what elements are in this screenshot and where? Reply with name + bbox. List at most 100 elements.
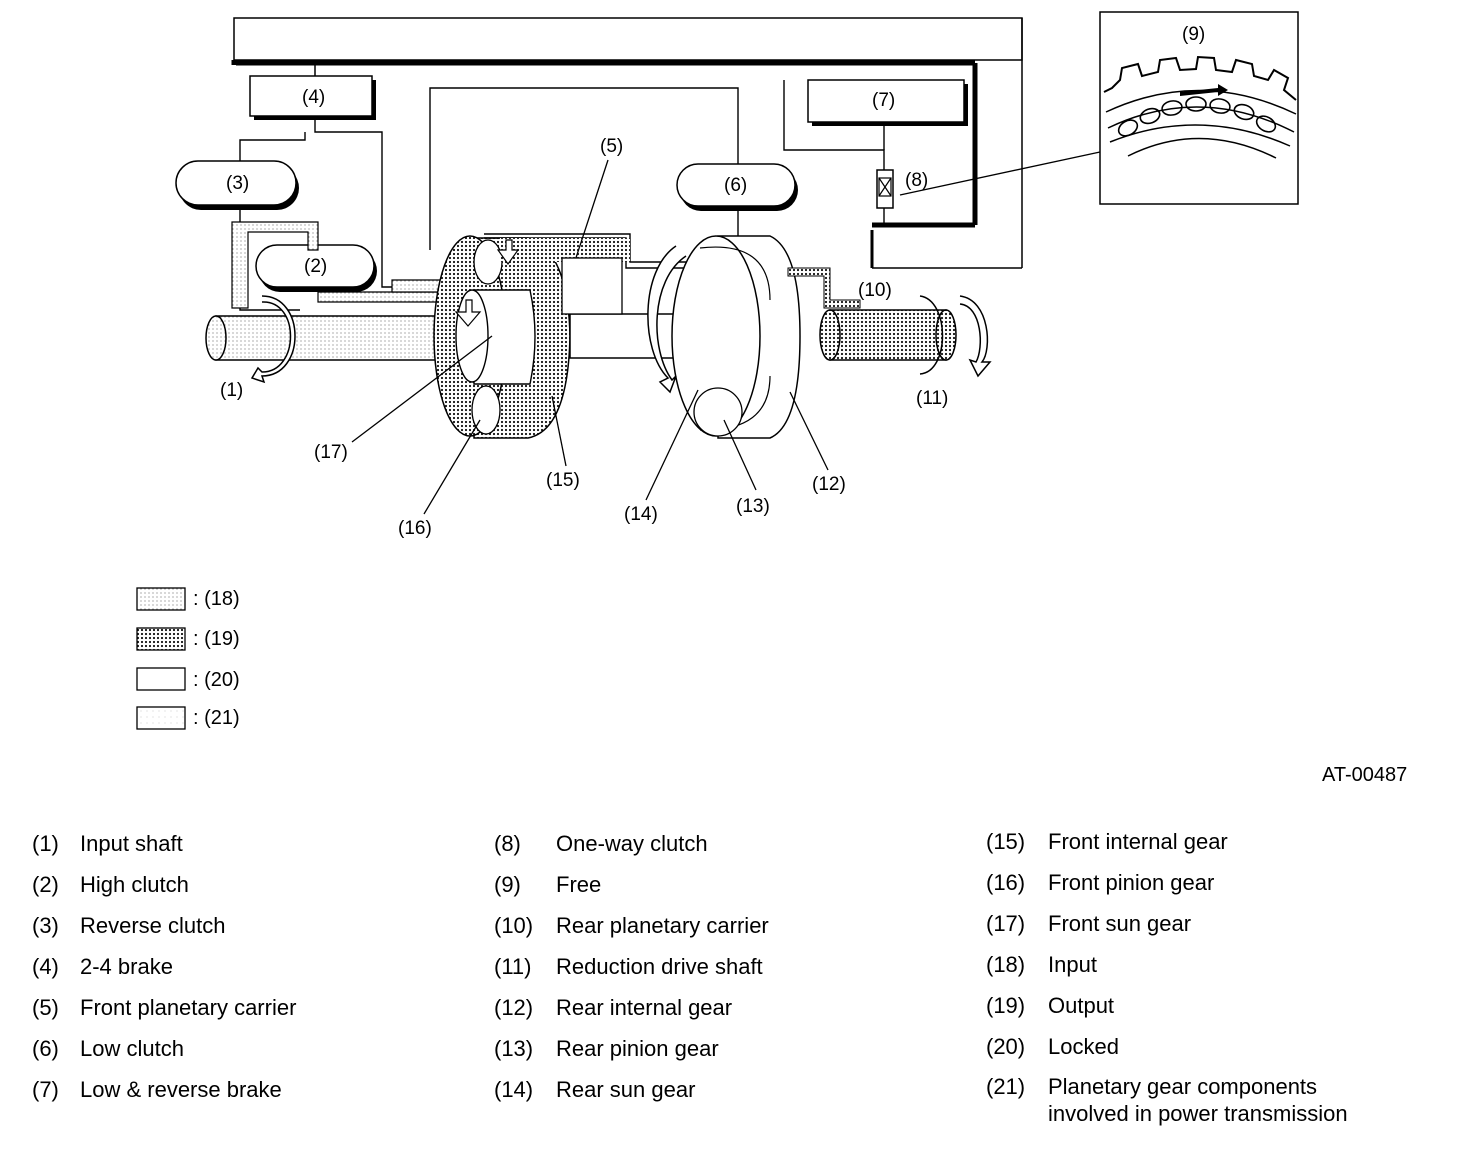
reduction-drive-shaft xyxy=(819,295,992,378)
key-text: Rear internal gear xyxy=(556,995,733,1020)
one-way-clutch: (8) xyxy=(876,169,928,209)
key-number: (20) xyxy=(986,1034,1026,1059)
key-item: (20) Locked xyxy=(986,1026,1348,1067)
label-6: (6) xyxy=(724,175,747,196)
brake-2-4: (4) xyxy=(249,63,376,120)
low-reverse-brake: (7) xyxy=(807,79,968,126)
key-item: (18) Input xyxy=(986,944,1348,985)
key-item: (6)Low clutch xyxy=(32,1028,296,1069)
key-number: (3) xyxy=(32,913,59,938)
input-power-path xyxy=(231,221,461,309)
key-number: (10) xyxy=(494,913,534,938)
label-8: (8) xyxy=(905,170,928,191)
label-3: (3) xyxy=(226,173,249,194)
key-item: (2) High clutch xyxy=(32,864,296,905)
key-number: (14) xyxy=(494,1077,534,1102)
key-text: Planetary gear components xyxy=(1048,1074,1318,1099)
key-item: (9) Free xyxy=(494,864,769,905)
label-9: (9) xyxy=(1182,24,1205,45)
key-number: (18) xyxy=(986,952,1026,977)
label-14: (14) xyxy=(624,504,658,525)
key-item: (1) Input shaft xyxy=(32,823,296,864)
key-item: (14) Rear sun gear xyxy=(494,1069,769,1110)
key-number: (1) xyxy=(32,831,59,856)
key-number: (7) xyxy=(32,1077,59,1102)
key-item: (4) 2-4 brake xyxy=(32,946,296,987)
key-item: (19) Output xyxy=(986,985,1348,1026)
label-13: (13) xyxy=(736,496,770,517)
key-number: (5) xyxy=(32,995,59,1020)
front-planetary-set: (5) xyxy=(433,136,700,439)
legend-label-20: : (20) xyxy=(193,669,240,691)
label-5: (5) xyxy=(600,136,623,157)
key-text: Input shaft xyxy=(80,831,183,856)
key-number: (19) xyxy=(986,993,1026,1018)
key-number: (15) xyxy=(986,829,1026,854)
key-text: Low & reverse brake xyxy=(80,1077,282,1102)
input-shaft: (1) xyxy=(205,295,447,401)
legend-label-19: : (19) xyxy=(193,628,240,650)
label-11: (11) xyxy=(916,388,948,409)
key-text: Output xyxy=(1048,993,1115,1018)
legend: : (18) : (19) : (20) : (21) xyxy=(136,587,240,730)
key-number: (16) xyxy=(986,870,1026,895)
legend-swatch-locked xyxy=(136,667,186,691)
key-text: Rear sun gear xyxy=(556,1077,696,1102)
key-text: Front sun gear xyxy=(1048,911,1192,936)
key-text: 2-4 brake xyxy=(80,954,173,979)
key-text: Reduction drive shaft xyxy=(556,954,763,979)
key-text-continued: involved in power transmission xyxy=(1048,1101,1348,1126)
key-number: (13) xyxy=(494,1036,534,1061)
key-item: (5)Front planetary carrier xyxy=(32,987,296,1028)
key-text: Rear pinion gear xyxy=(556,1036,719,1061)
key-column-1: (1) Input shaft (2) High clutch (3)Reverse… xyxy=(32,823,296,1110)
label-15: (15) xyxy=(546,470,580,491)
legend-label-18: : (18) xyxy=(193,588,240,610)
key-number: (21) xyxy=(986,1074,1026,1099)
key-number: (2) xyxy=(32,872,59,897)
legend-swatch-output xyxy=(136,627,186,651)
label-4: (4) xyxy=(302,87,325,108)
label-17: (17) xyxy=(314,442,348,463)
key-text: One-way clutch xyxy=(556,831,708,856)
key-item: (16)Front pinion gear xyxy=(986,862,1348,903)
planetary-gear-diagram: (4) (7) (3) (2) (6) xyxy=(136,11,1299,730)
key-item: (3)Reverse clutch xyxy=(32,905,296,946)
key-item: (13) Rear pinion gear xyxy=(494,1028,769,1069)
leader-lines xyxy=(351,335,829,515)
high-clutch: (2) xyxy=(255,244,377,292)
key-item: (11) Reduction drive shaft xyxy=(494,946,769,987)
key-number: (12) xyxy=(494,995,534,1020)
key-item: (10)Rear planetary carrier xyxy=(494,905,769,946)
label-2: (2) xyxy=(304,256,327,277)
label-10: (10) xyxy=(858,280,892,301)
key-text: Front internal gear xyxy=(1048,829,1228,854)
key-number: (17) xyxy=(986,911,1026,936)
reverse-clutch: (3) xyxy=(175,160,299,210)
label-7: (7) xyxy=(872,90,895,111)
key-number: (9) xyxy=(494,872,521,897)
key-item: (17) Front sun gear xyxy=(986,903,1348,944)
key-text: Input xyxy=(1048,952,1097,977)
key-text: Locked xyxy=(1048,1034,1119,1059)
label-16: (16) xyxy=(398,518,432,539)
key-item: (8) One-way clutch xyxy=(494,823,769,864)
key-item: (12) Rear internal gear xyxy=(494,987,769,1028)
key-column-2: (8) One-way clutch (9) Free (10)Rear plane… xyxy=(494,823,769,1110)
key-column-3: (15) Front internal gear (16)Front pinion… xyxy=(986,821,1348,1127)
key-number: (4) xyxy=(32,954,59,979)
one-way-clutch-detail: (9) xyxy=(1099,11,1299,205)
key-item: (7) Low & reverse brake xyxy=(32,1069,296,1110)
legend-swatch-components xyxy=(136,706,186,730)
legend-label-21: : (21) xyxy=(193,707,240,729)
key-item: (15) Front internal gear xyxy=(986,821,1348,862)
label-12: (12) xyxy=(812,474,846,495)
key-number: (11) xyxy=(494,954,532,979)
key-text: Free xyxy=(556,872,602,897)
legend-swatch-input xyxy=(136,587,186,611)
key-text: High clutch xyxy=(80,872,189,897)
key-text: Low clutch xyxy=(80,1036,184,1061)
key-number: (8) xyxy=(494,831,521,856)
rear-planetary-set xyxy=(647,235,861,439)
